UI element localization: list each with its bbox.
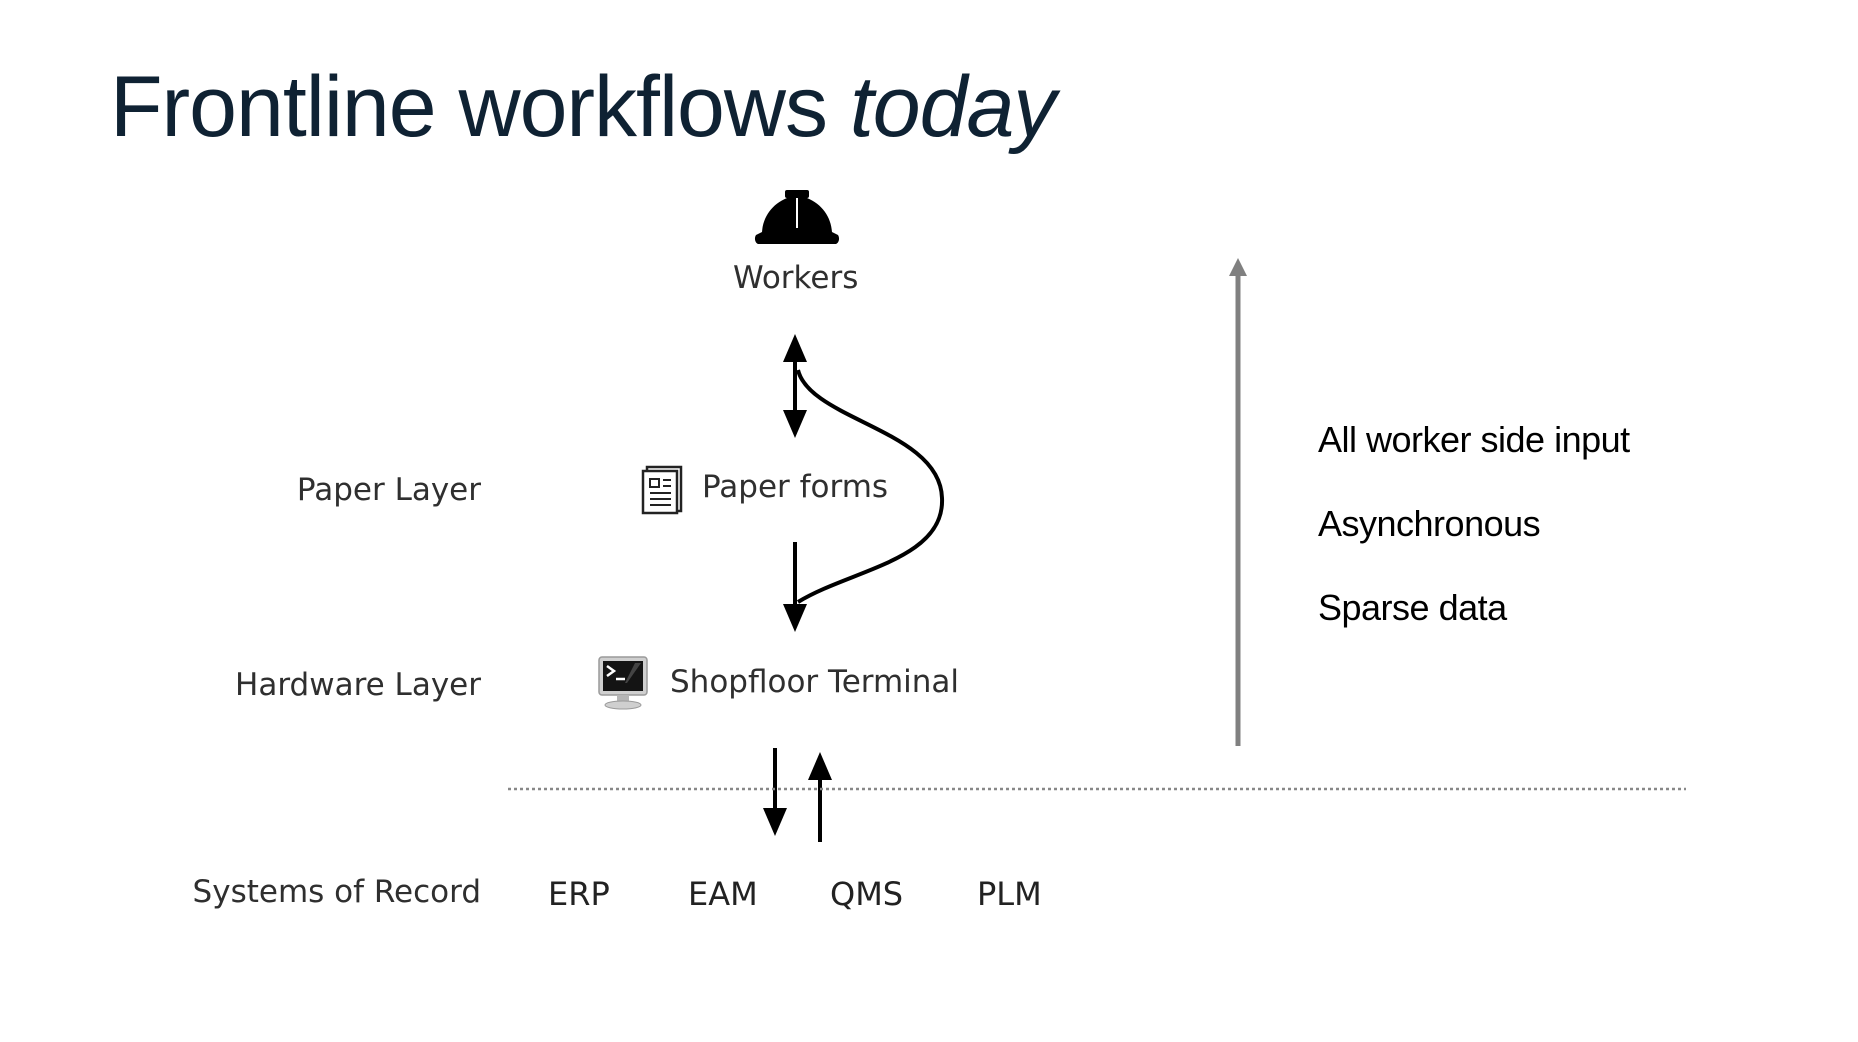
paper-terminal-arrow	[783, 542, 807, 632]
sor-eam: EAM	[688, 875, 758, 913]
sor-plm: PLM	[977, 875, 1042, 913]
paper-forms-label: Paper forms	[702, 469, 889, 505]
paper-layer-label: Paper Layer	[296, 472, 481, 508]
characteristic-sparse-data: Sparse data	[1318, 587, 1507, 628]
slide-title: Frontline workflows today	[110, 52, 1056, 162]
workers-paper-double-arrow	[783, 334, 807, 438]
bypass-curve-arrow	[796, 369, 945, 604]
document-icon	[641, 465, 683, 515]
title-emphasis: today	[849, 59, 1056, 155]
hard-hat-icon	[754, 190, 840, 244]
systems-layer-label: Systems of Record	[192, 874, 481, 910]
title-main: Frontline workflows	[110, 59, 828, 155]
sor-erp: ERP	[548, 875, 610, 913]
sor-qms: QMS	[830, 875, 904, 913]
direction-up-arrow	[1229, 258, 1247, 746]
characteristic-asynchronous: Asynchronous	[1318, 503, 1541, 544]
terminal-systems-down-arrow	[763, 748, 787, 836]
shopfloor-terminal-label: Shopfloor Terminal	[670, 664, 960, 700]
hardware-layer-label: Hardware Layer	[235, 667, 481, 703]
workers-label: Workers	[733, 260, 859, 296]
characteristic-worker-input: All worker side input	[1318, 419, 1630, 460]
terminal-systems-up-arrow	[808, 752, 832, 842]
terminal-monitor-icon	[598, 656, 648, 710]
